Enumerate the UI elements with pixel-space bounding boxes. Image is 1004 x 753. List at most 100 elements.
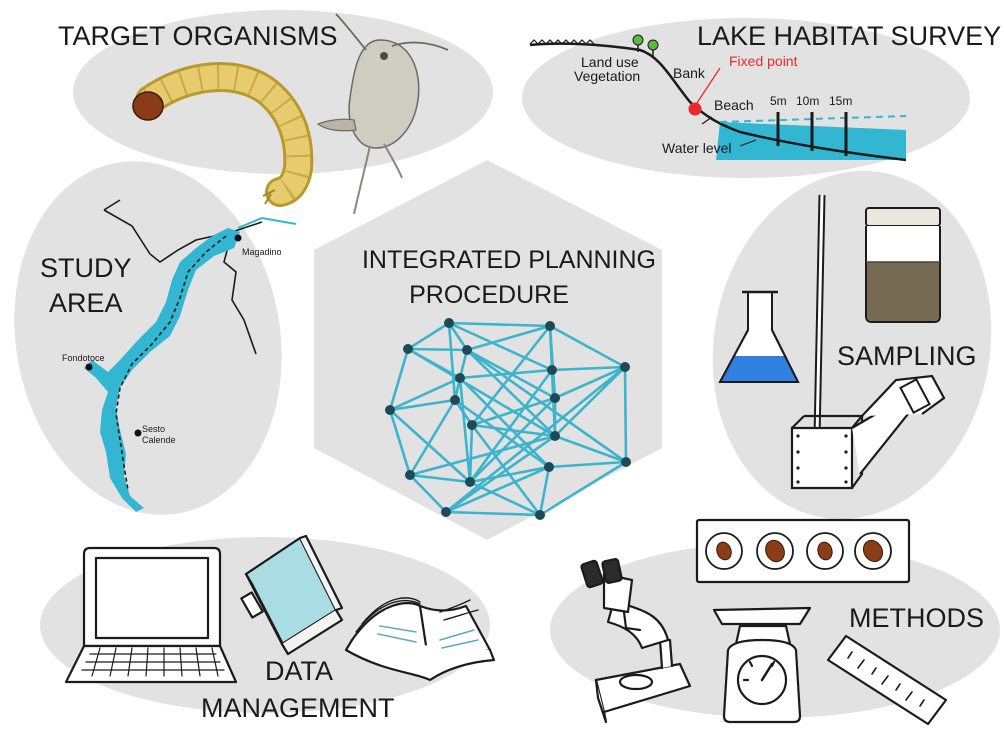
network-edge [407,321,450,351]
microscope-icon [580,558,692,724]
network-node [621,457,631,467]
network-edge [388,348,410,411]
crustacean-illustration [316,13,449,215]
lake-map [84,199,297,512]
network-node [544,462,554,472]
network-edge [551,365,626,372]
network-edge [409,474,447,513]
sample-jar-icon [865,207,941,323]
network-edge [445,434,556,514]
place-magadino: Magadino [242,247,282,257]
network-node [550,393,560,403]
specimen-tray-icon [695,518,911,584]
fixed-point-marker [688,102,702,116]
network-edge [389,376,461,412]
network-node [405,470,415,480]
network-edge [445,510,541,517]
network-edge [447,322,469,351]
network-edge [459,368,553,380]
network-node [467,420,477,430]
network-edge [409,434,556,477]
scale-icon [712,606,812,724]
network-edge [466,324,551,352]
data-management-title-1: DATA [265,656,333,686]
network-edge [469,397,556,483]
methods-title: METHODS [849,603,984,633]
book-icon [240,534,344,656]
network-edge [470,325,552,426]
network-edge [447,322,457,401]
network-edge [539,460,627,517]
network-edge [554,434,627,464]
network-edge [458,377,472,483]
distance-15m: 15m [829,94,852,108]
network-node [545,321,555,331]
lake-maggiore-shape [84,228,240,512]
lake-survey-title: LAKE HABITAT SURVEY [697,21,1001,51]
network-edge [445,465,550,514]
network-edge [471,396,556,427]
network-edge [459,377,550,468]
network-node [462,345,472,355]
network-edge [389,409,471,483]
study-area-title-1: STUDY [40,253,132,283]
network-edge [448,321,553,372]
distance-5m: 5m [770,94,787,108]
network-node [535,510,545,520]
center-title-line2: PROCEDURE [409,281,569,309]
water-level-label: Water level [662,140,732,156]
beach-label: Beach [714,97,754,113]
network-edge [408,399,457,476]
network-edge [407,347,468,352]
study-area-title-2: AREA [49,288,123,318]
network-node [465,477,475,487]
bank-label: Bank [673,65,706,81]
network-edge [448,321,551,328]
network-node [441,507,451,517]
network-edge [548,460,627,469]
place-sesto-1: Sesto [142,424,165,434]
network-edge [469,480,541,517]
network-edge [409,473,471,484]
network-edge [469,465,550,484]
larva-illustration [132,62,314,207]
open-book-icon [344,597,496,682]
network-node [444,318,454,328]
land-use-label-2: Vegetation [574,68,640,84]
network-edge [554,365,626,400]
lake-profile-illustration [529,34,907,162]
laptop-icon [64,546,238,684]
network-node [385,405,395,415]
network-node [620,362,630,372]
network-edge [454,398,550,469]
network-node [403,344,413,354]
place-sesto-2: Calende [142,435,176,445]
data-management-title-2: MANAGEMENT [201,693,395,723]
network-edge [468,369,554,483]
network-node [547,365,557,375]
network-edge [388,409,412,476]
network-edge [445,365,626,514]
network-edge [549,324,626,369]
fixed-point-label: Fixed point [729,53,798,69]
network-edge [623,366,628,463]
network-edge [554,366,626,437]
sampling-net-icon [790,194,946,490]
center-title-line1: INTEGRATED PLANNING [362,246,656,274]
target-organisms-title: TARGET ORGANISMS [58,21,338,51]
flask-icon [718,290,800,383]
network-edge [548,325,557,399]
place-fondotoce: Fondotoce [62,353,105,363]
network-node [455,373,465,383]
distance-10m: 10m [796,94,819,108]
network-edge [538,466,551,516]
network-edge [466,349,556,437]
network-node [550,431,560,441]
network-edge [471,423,556,438]
center-network [385,318,631,520]
sampling-title: SAMPLING [837,341,977,371]
land-use-label-1: Land use [581,54,639,70]
network-edge [389,398,456,412]
network-node [450,395,460,405]
